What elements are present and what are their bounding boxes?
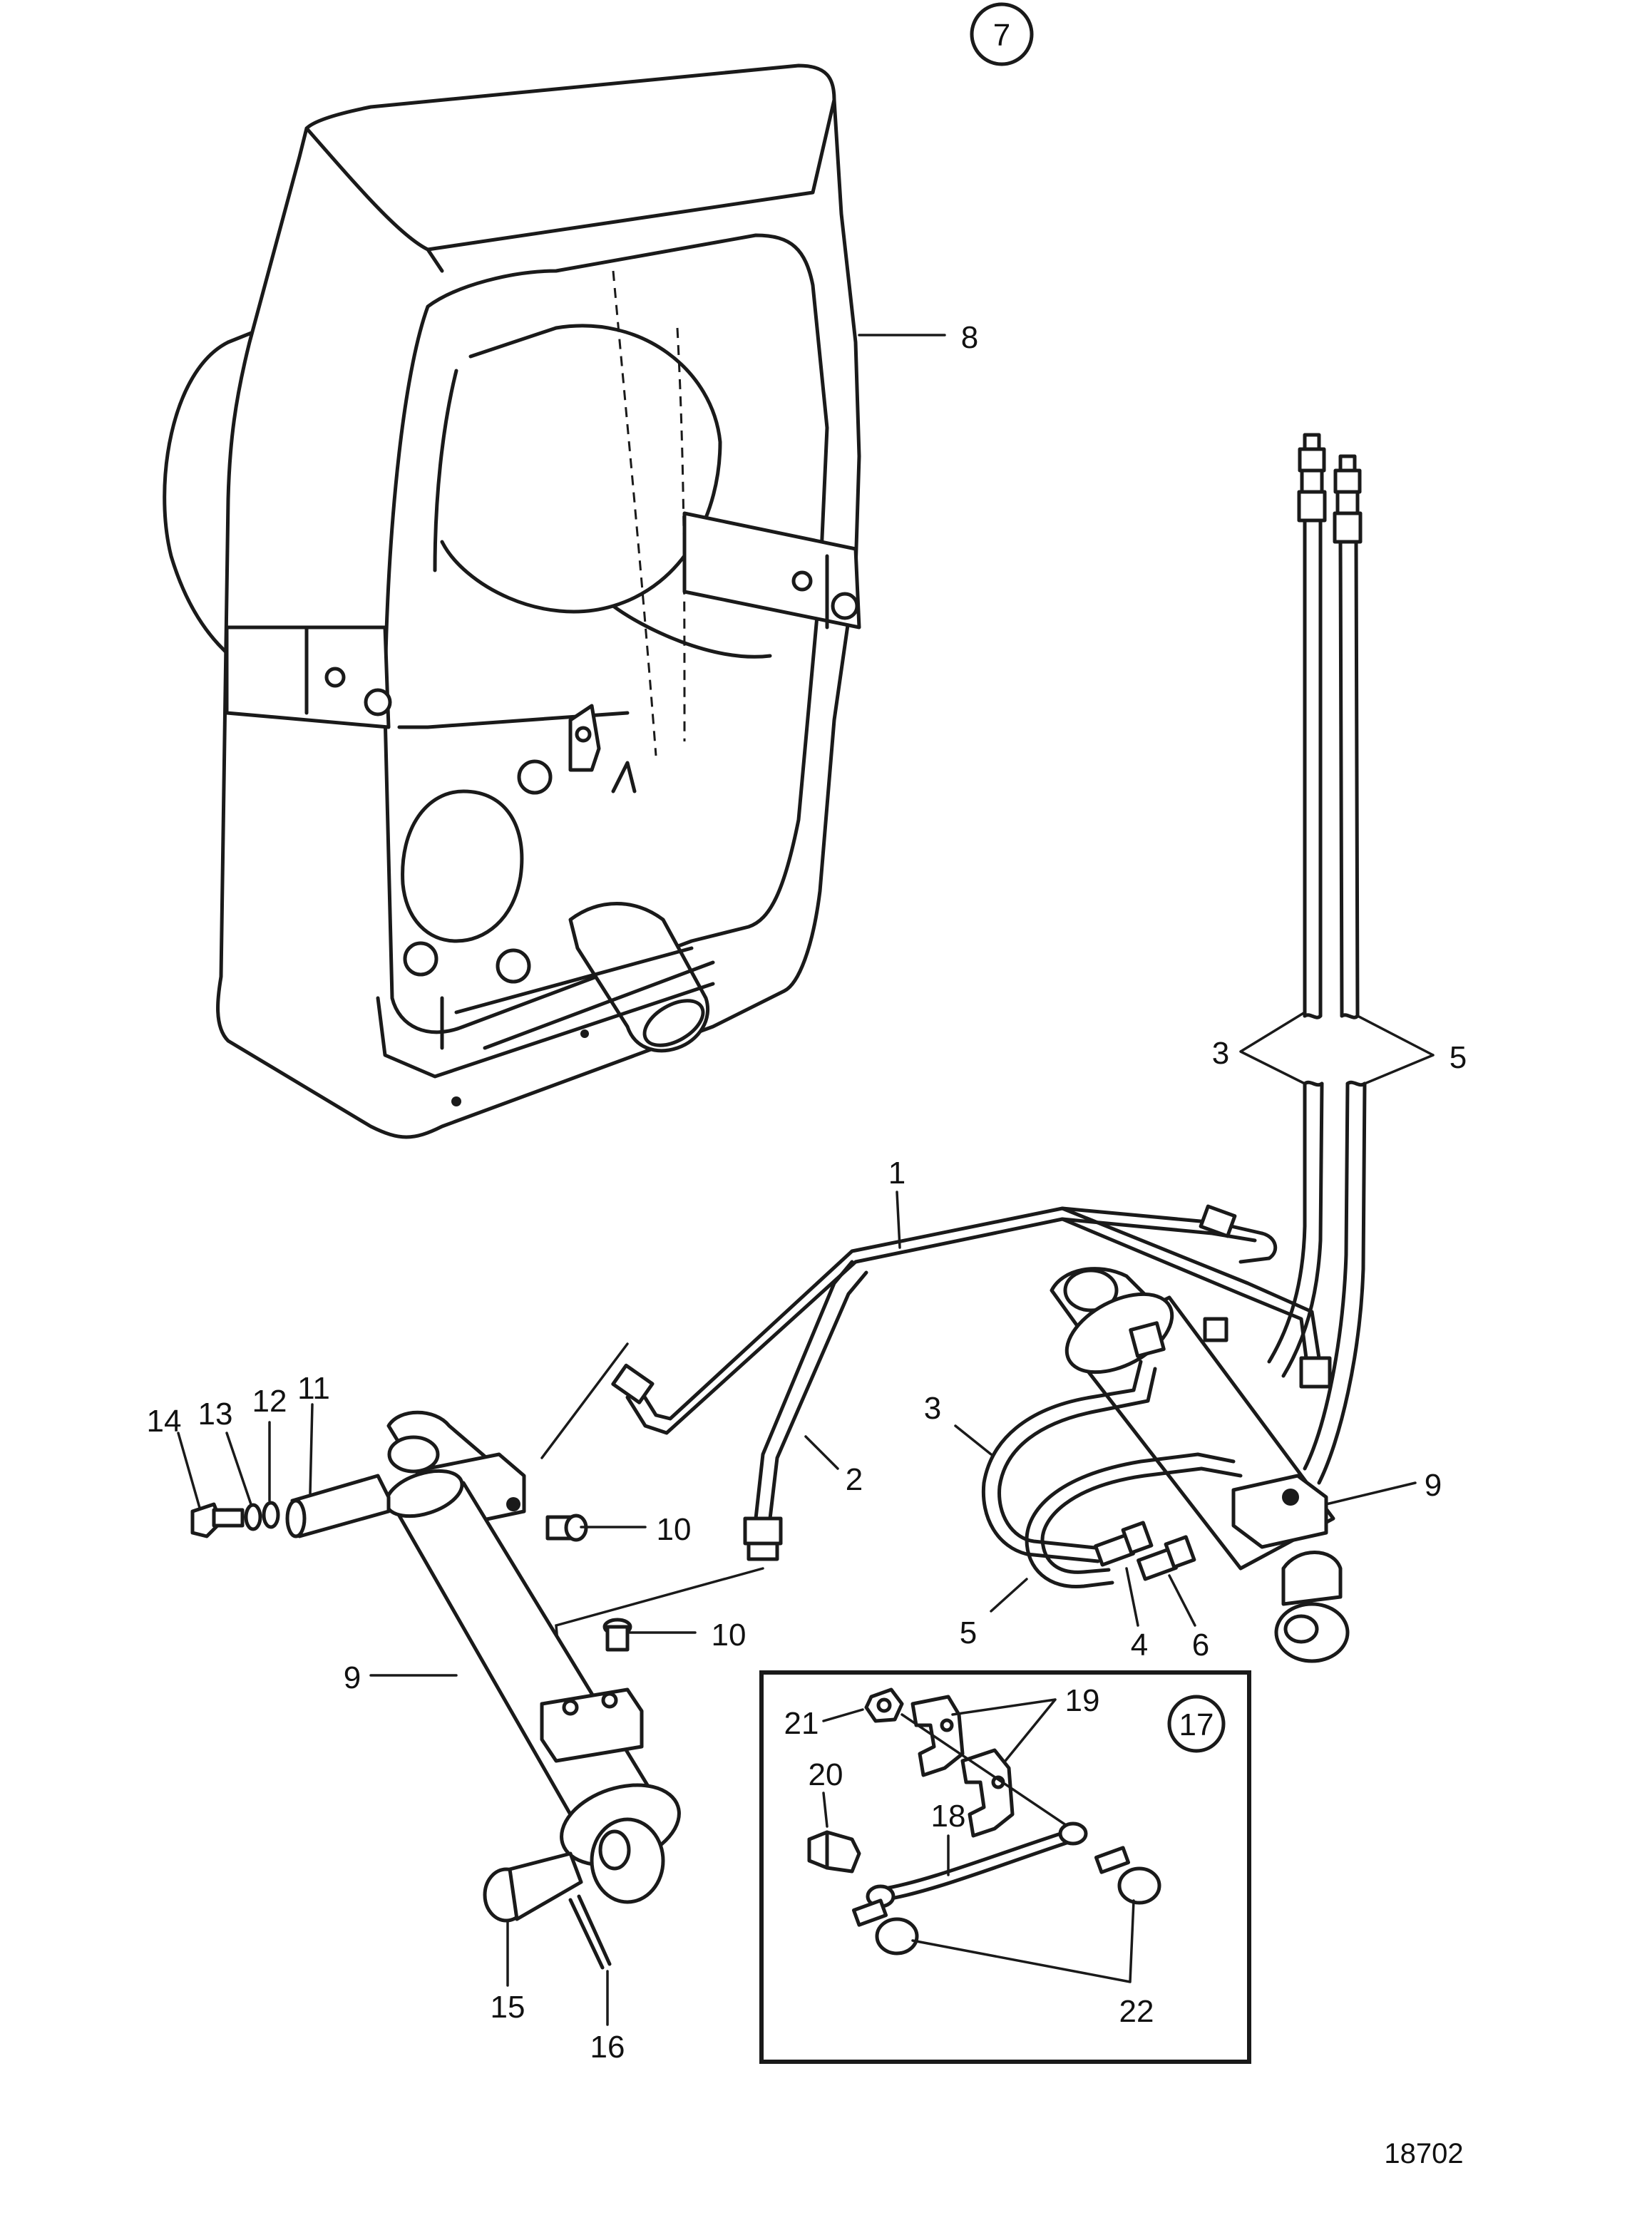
leader-21: [822, 1708, 864, 1722]
hose-loops: [981, 1360, 1243, 1589]
callout-18-label: 18: [931, 1799, 966, 1834]
callout-7-circle: 7: [970, 2, 1034, 66]
leader-1: [896, 1191, 901, 1249]
callout-5-upper-label: 5: [1450, 1040, 1467, 1075]
callout-14-label: 14: [147, 1404, 182, 1439]
callout-2-label: 2: [846, 1462, 863, 1497]
drawing-number: 18702: [1384, 2138, 1463, 2169]
callout-19-label: 19: [1065, 1683, 1100, 1718]
leader-5-lower: [990, 1578, 1028, 1613]
callout-22-label: 22: [1119, 1994, 1154, 2029]
plug-10-lower: [602, 1618, 632, 1652]
callout-10-upper-label: 10: [657, 1512, 692, 1547]
plug-10-upper: [545, 1514, 588, 1542]
callout-3-upper-label: 3: [1212, 1036, 1229, 1071]
steering-cylinder-left: [384, 1410, 681, 1904]
callout-10-lower-label: 10: [712, 1618, 747, 1653]
callout-17-label: 17: [1179, 1707, 1214, 1742]
leader-4: [1125, 1567, 1139, 1627]
steering-cylinder-right: [1050, 1267, 1350, 1663]
callout-1-label: 1: [888, 1156, 905, 1191]
leader-3-lower: [954, 1424, 992, 1456]
callout-9-right-label: 9: [1425, 1468, 1442, 1503]
leader-20: [822, 1792, 828, 1828]
callout-20-label: 20: [809, 1757, 843, 1792]
callout-12-label: 12: [252, 1384, 287, 1419]
leader-2: [804, 1435, 839, 1470]
fastener-stack: [190, 1474, 391, 1538]
callout-3-lower-label: 3: [924, 1391, 941, 1426]
callout-21-label: 21: [784, 1706, 819, 1741]
callout-9-left-label: 9: [344, 1660, 361, 1695]
callout-13-label: 13: [198, 1397, 233, 1432]
leader-13: [225, 1432, 252, 1506]
callout-11-label: 11: [297, 1371, 330, 1406]
callout-8-label: 8: [961, 320, 978, 355]
leader-6: [1168, 1574, 1196, 1627]
detail-box-17: 17 21 19 20 18 22: [759, 1670, 1251, 2064]
callout-15-label: 15: [491, 1990, 525, 2025]
leader-14: [177, 1432, 201, 1509]
leader-5-upper: [1356, 1014, 1435, 1085]
callout-7-label: 7: [993, 18, 1010, 53]
clevis-pin: [483, 1851, 583, 1923]
leader-9-right: [1325, 1481, 1417, 1506]
cotter-pin: [568, 1894, 612, 1970]
leader-3-upper: [1239, 1011, 1306, 1085]
callout-16-label: 16: [590, 2030, 625, 2065]
callout-6-label: 6: [1192, 1628, 1209, 1663]
transom-shield-housing: [163, 63, 861, 1139]
callout-5-lower-label: 5: [960, 1615, 977, 1650]
vertical-hoses: [1267, 433, 1367, 1485]
callout-4-label: 4: [1131, 1628, 1148, 1663]
leader-11: [309, 1403, 314, 1495]
hydraulic-pipes: [540, 1204, 1332, 1712]
